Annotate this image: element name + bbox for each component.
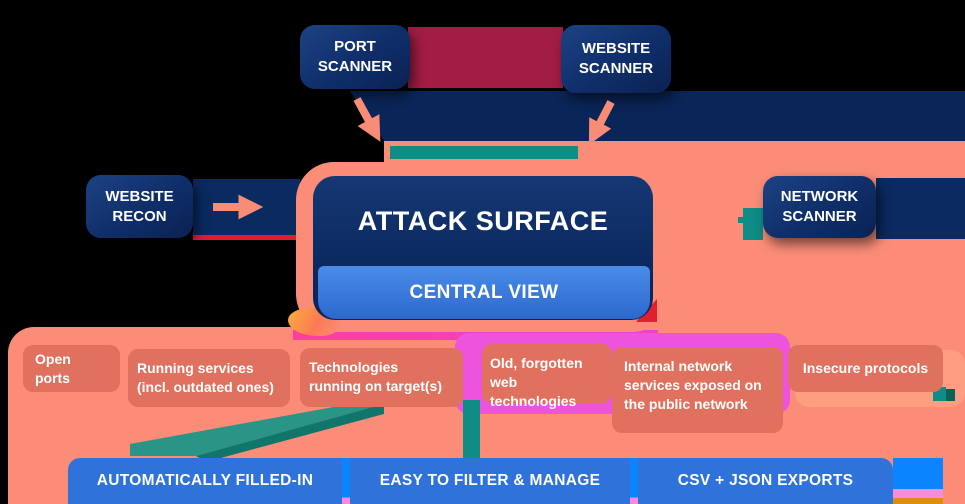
central-title: ATTACK SURFACE xyxy=(357,205,609,236)
navy-band-recon xyxy=(193,179,300,235)
benefit-separator xyxy=(630,458,638,504)
bar-edge-orange xyxy=(893,498,943,504)
bar-edge-pink xyxy=(893,489,943,498)
finding-technologies: Technologies running on target(s) xyxy=(300,348,463,407)
node-network-scanner: NETWORK SCANNER xyxy=(763,176,876,238)
finding-internal-network: Internal network services exposed on the… xyxy=(612,347,783,433)
navy-band-top xyxy=(350,91,965,141)
benefit-filter-manage: EASY TO FILTER & MANAGE xyxy=(379,472,601,489)
node-label: WEBSITE SCANNER xyxy=(578,40,654,77)
teal-square-right-dark xyxy=(946,389,955,401)
central-subtitle: CENTRAL VIEW xyxy=(318,266,650,319)
node-label: WEBSITE RECON xyxy=(105,187,174,225)
central-box: ATTACK SURFACE CENTRAL VIEW xyxy=(313,176,653,320)
benefit-separator xyxy=(342,458,350,504)
finding-label: Old, forgotten web technologies xyxy=(490,355,583,409)
node-label: PORT SCANNER xyxy=(317,38,393,75)
benefit-exports: CSV + JSON EXPORTS xyxy=(677,472,854,489)
node-label: NETWORK SCANNER xyxy=(780,188,859,225)
bar-edge-bright-blue xyxy=(893,458,943,489)
finding-label: Running services (incl. outdated ones) xyxy=(137,360,274,395)
teal-strip xyxy=(390,146,578,159)
benefits-bar: AUTOMATICALLY FILLED-IN EASY TO FILTER &… xyxy=(68,458,893,504)
finding-insecure-protocols: Insecure protocols xyxy=(788,345,943,392)
node-website-scanner: WEBSITE SCANNER xyxy=(561,25,671,93)
finding-running-services: Running services (incl. outdated ones) xyxy=(128,349,290,407)
node-website-recon: WEBSITE RECON xyxy=(86,175,193,238)
benefit-auto-filled: AUTOMATICALLY FILLED-IN xyxy=(96,472,314,489)
finding-label: Insecure protocols xyxy=(802,360,929,377)
teal-tick-network xyxy=(738,217,743,223)
finding-label: Technologies running on target(s) xyxy=(309,359,442,394)
node-port-scanner: PORT SCANNER xyxy=(300,25,410,89)
finding-open-ports: Open ports xyxy=(23,345,120,392)
red-strip-under-recon-band xyxy=(193,235,303,240)
finding-label: Open ports xyxy=(35,350,71,386)
crimson-block xyxy=(408,27,563,88)
finding-label: Internal network services exposed on the… xyxy=(624,358,762,412)
navy-band-network-right xyxy=(876,178,965,239)
finding-old-web-tech: Old, forgotten web technologies xyxy=(482,344,612,409)
teal-square-network xyxy=(743,208,763,240)
teal-vertical-bar xyxy=(463,400,480,458)
